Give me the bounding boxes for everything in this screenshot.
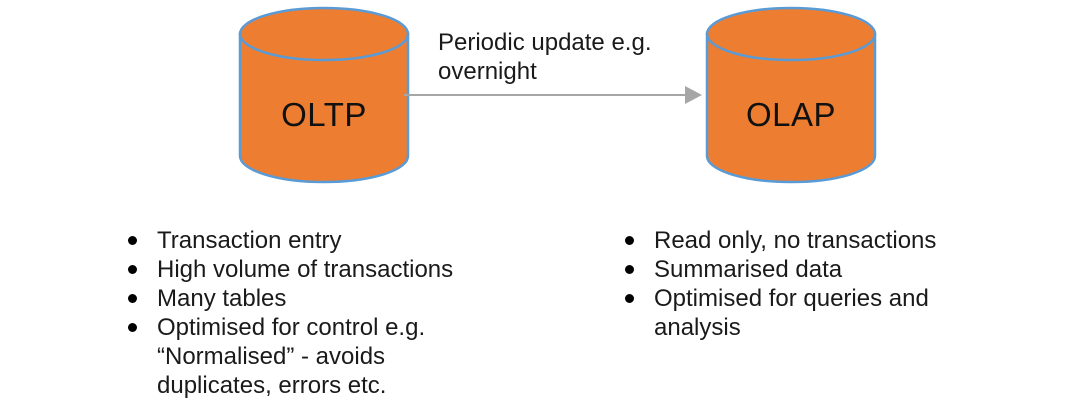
bullet-icon bbox=[128, 265, 137, 274]
oltp-cylinder: OLTP bbox=[238, 6, 410, 184]
list-item-text: Summarised data bbox=[654, 256, 843, 283]
list-item: Optimised for control e.g. “Normalised” … bbox=[128, 313, 468, 400]
list-item: Summarised data bbox=[625, 255, 1005, 284]
list-item: Read only, no transactions bbox=[625, 226, 1005, 255]
flow-arrow-icon bbox=[404, 86, 702, 104]
bullet-icon bbox=[625, 294, 634, 303]
list-item-text: Optimised for queries and analysis bbox=[654, 285, 929, 341]
bullet-icon bbox=[128, 236, 137, 245]
list-item-text: Optimised for control e.g. “Normalised” … bbox=[157, 314, 426, 399]
list-item-text: Transaction entry bbox=[157, 227, 342, 254]
olap-label: OLAP bbox=[745, 96, 837, 133]
list-item: High volume of transactions bbox=[128, 255, 468, 284]
oltp-feature-list: Transaction entry High volume of transac… bbox=[128, 226, 468, 400]
bullet-icon bbox=[625, 236, 634, 245]
list-item: Many tables bbox=[128, 284, 468, 313]
olap-feature-list: Read only, no transactions Summarised da… bbox=[625, 226, 1005, 342]
database-cylinder-icon bbox=[705, 6, 877, 184]
oltp-label: OLTP bbox=[281, 96, 367, 133]
bullet-icon bbox=[128, 323, 137, 332]
list-item: Optimised for queries and analysis bbox=[625, 284, 1005, 342]
bullet-icon bbox=[625, 265, 634, 274]
olap-cylinder: OLAP bbox=[705, 6, 877, 184]
list-item: Transaction entry bbox=[128, 226, 468, 255]
bullet-icon bbox=[128, 294, 137, 303]
arrow-label: Periodic update e.g. overnight bbox=[438, 29, 652, 85]
list-item-text: Read only, no transactions bbox=[654, 227, 937, 254]
list-item-text: High volume of transactions bbox=[157, 256, 454, 283]
database-cylinder-icon bbox=[238, 6, 410, 184]
list-item-text: Many tables bbox=[157, 285, 287, 312]
